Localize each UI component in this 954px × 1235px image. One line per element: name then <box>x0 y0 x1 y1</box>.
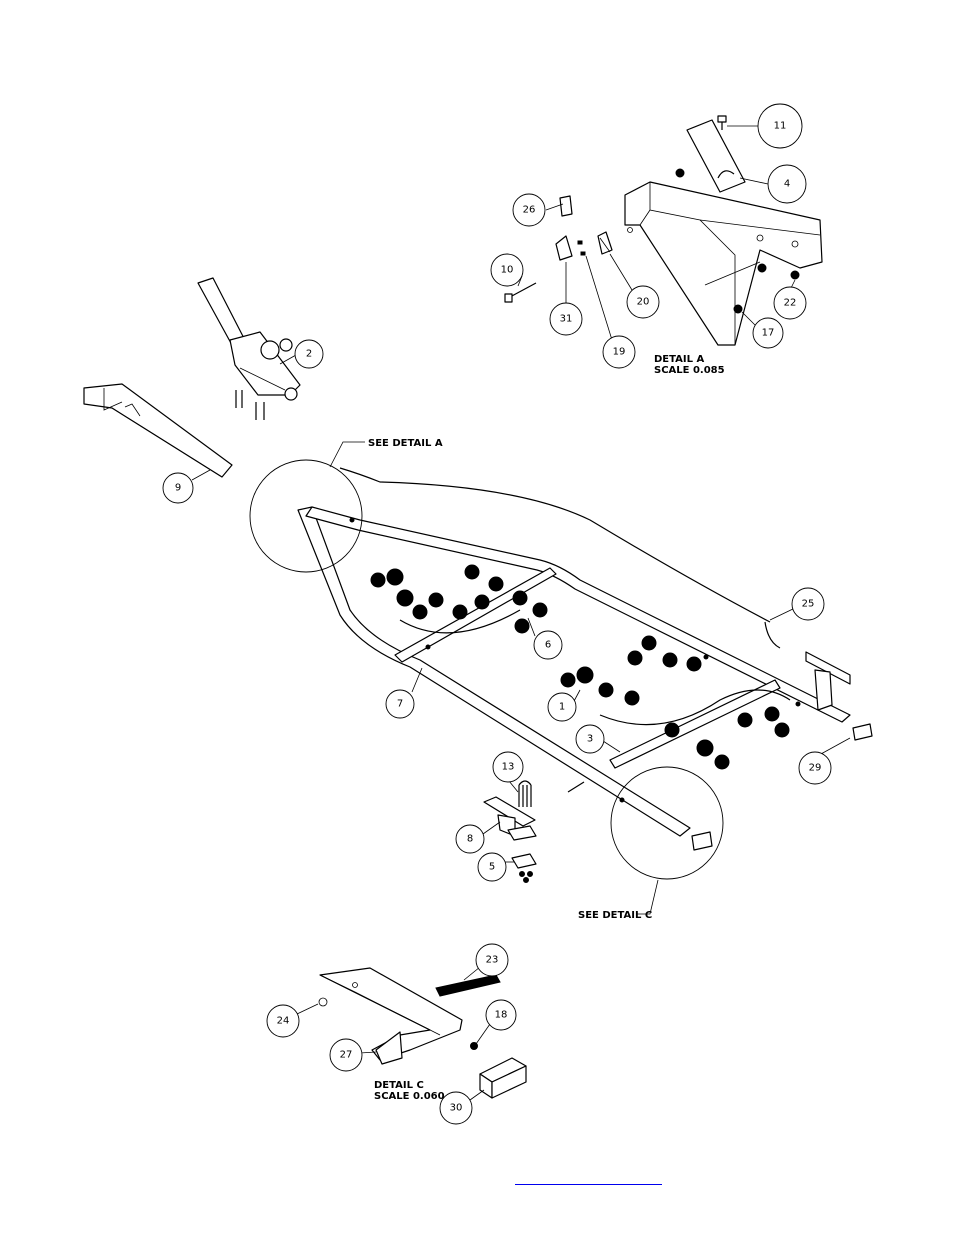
balloon-29: 29 <box>798 751 832 785</box>
balloon-20: 20 <box>626 285 660 319</box>
svg-text:8: 8 <box>467 834 473 845</box>
svg-text:18: 18 <box>495 1010 508 1021</box>
roller-assembly-front <box>370 564 548 634</box>
svg-text:29: 29 <box>809 763 822 774</box>
winch-stand <box>197 277 301 420</box>
svg-text:1: 1 <box>559 702 565 713</box>
balloon-18: 18 <box>485 999 517 1031</box>
detail-a-callout-circle <box>249 459 363 573</box>
see-detail-c-note: SEE DETAIL C <box>578 910 652 921</box>
svg-text:17: 17 <box>762 328 775 339</box>
bunk-bracket-parts <box>483 780 585 883</box>
svg-text:23: 23 <box>486 955 499 966</box>
footer-link[interactable] <box>515 1170 662 1185</box>
balloon-26: 26 <box>512 193 546 227</box>
svg-text:3: 3 <box>587 734 593 745</box>
balloon-10: 10 <box>490 253 524 287</box>
svg-text:19: 19 <box>613 347 626 358</box>
svg-text:22: 22 <box>784 298 797 309</box>
svg-text:9: 9 <box>175 483 181 494</box>
svg-text:24: 24 <box>277 1016 290 1027</box>
detail-a-assembly <box>504 115 823 346</box>
svg-text:31: 31 <box>560 314 573 325</box>
balloon-1: 1 <box>547 692 577 722</box>
balloon-17: 17 <box>752 317 784 349</box>
see-detail-a-note: SEE DETAIL A <box>368 438 443 449</box>
balloon-27: 27 <box>329 1038 363 1072</box>
svg-text:2: 2 <box>306 349 312 360</box>
balloon-22: 22 <box>773 286 807 320</box>
svg-text:6: 6 <box>545 640 551 651</box>
leader-lines <box>191 125 851 1101</box>
balloon-2: 2 <box>294 339 324 369</box>
svg-text:20: 20 <box>637 297 650 308</box>
detail-a-label: DETAIL A <box>654 354 704 365</box>
svg-text:10: 10 <box>501 265 514 276</box>
svg-text:5: 5 <box>489 862 495 873</box>
balloon-7: 7 <box>385 689 415 719</box>
balloon-8: 8 <box>455 824 485 854</box>
balloon-11: 11 <box>757 103 803 149</box>
balloon-4: 4 <box>767 164 807 204</box>
detail-c-label: DETAIL C <box>374 1080 424 1091</box>
balloon-5: 5 <box>477 852 507 882</box>
detail-c-assembly <box>318 967 527 1099</box>
balloon-31: 31 <box>549 302 583 336</box>
detail-a-scale: SCALE 0.085 <box>654 365 725 376</box>
roller-assembly-rear <box>560 635 791 770</box>
balloon-23: 23 <box>475 943 509 977</box>
detail-c-scale: SCALE 0.060 <box>374 1091 445 1102</box>
svg-text:13: 13 <box>502 762 515 773</box>
svg-text:4: 4 <box>784 179 790 190</box>
balloon-3: 3 <box>575 724 605 754</box>
strap <box>339 467 771 623</box>
trailer-tongue <box>83 383 233 478</box>
balloon-24: 24 <box>266 1004 300 1038</box>
balloon-25: 25 <box>791 587 825 621</box>
balloon-19: 19 <box>602 335 636 369</box>
svg-text:30: 30 <box>450 1103 463 1114</box>
balloon-9: 9 <box>162 472 194 504</box>
svg-text:25: 25 <box>802 599 815 610</box>
svg-text:26: 26 <box>523 205 536 216</box>
svg-text:11: 11 <box>774 121 787 132</box>
balloon-6: 6 <box>533 630 563 660</box>
balloon-13: 13 <box>492 751 524 783</box>
detail-c-callout-circle <box>610 766 724 880</box>
svg-text:27: 27 <box>340 1050 353 1061</box>
balloon-30: 30 <box>439 1091 473 1125</box>
svg-text:7: 7 <box>397 699 403 710</box>
